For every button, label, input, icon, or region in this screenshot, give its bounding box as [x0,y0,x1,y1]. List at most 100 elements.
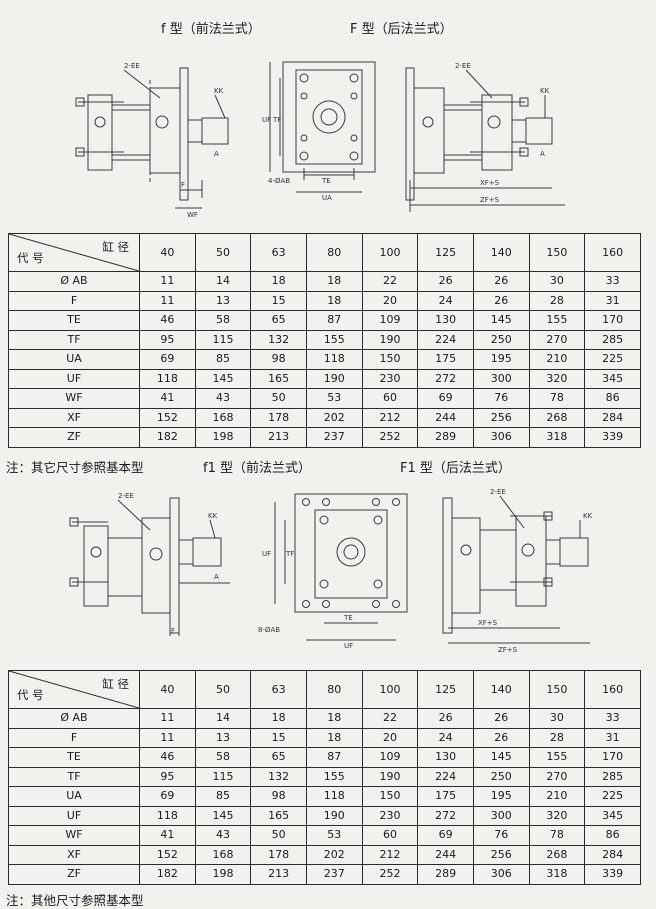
drawing-F-side-view [406,68,565,212]
bore-cell: 100 [361,233,419,272]
table-cell: 26 [417,708,474,729]
row-label: XF [8,844,140,865]
table-cell: 53 [305,825,363,846]
table-cell: 212 [361,844,419,865]
bore-cell: 40 [139,233,196,272]
table-cell: 11 [139,708,196,729]
label-kk-left: KK [214,87,224,95]
table-cell: 69 [417,825,474,846]
header-bore-label: 缸 径 [102,240,129,254]
table-cell: 175 [417,349,474,370]
table-cell: 15 [250,727,307,748]
label-wf-left: WF [187,211,198,219]
table-cell: 13 [194,290,252,311]
title-F-rear-flange: F 型（后法兰式） [350,22,453,37]
table-cell: 256 [472,407,530,428]
label-kk-left-2: KK [208,512,218,520]
table-cell: 95 [139,329,196,350]
table-cell: 15 [250,290,307,311]
table-cell: 11 [139,271,196,292]
table-cell: 132 [250,329,307,350]
table-cell: 165 [250,805,307,826]
label-te-bottom: TE [343,614,353,622]
table-cell: 190 [361,329,419,350]
table-cell: 65 [250,747,307,768]
bore-cell: 140 [472,670,530,709]
label-ua-top: UA [322,194,332,202]
table-cell: 11 [139,727,196,748]
table-cell: 270 [528,766,586,787]
label-tf-bottom: TF [285,550,294,558]
table-cell: 33 [584,708,641,729]
table-cell: 118 [139,805,196,826]
label-f-left-2: F [171,627,175,635]
table-cell: 285 [584,766,641,787]
table-cell: 250 [472,329,530,350]
header-code-label: 代 号 [17,251,44,265]
table-cell: 320 [528,368,586,389]
table-cell: 41 [139,825,196,846]
bore-cell: 40 [139,670,196,709]
table-cell: 190 [361,766,419,787]
bore-cell: 63 [250,233,307,272]
table-cell: 58 [194,310,252,331]
drawing-f1-side-view [70,498,230,636]
table-cell: 150 [361,349,419,370]
row-label: WF [8,388,140,409]
table-cell: 69 [139,786,196,807]
row-label: Ø AB [8,708,140,729]
label-a-left-2: A [214,573,219,581]
drawing-f-side-view [76,68,228,208]
table-cell: 300 [472,368,530,389]
row-label: ZF [8,427,140,448]
row-label: TE [8,747,140,768]
label-kk-right: KK [540,87,550,95]
row-label: TE [8,310,140,331]
table-cell: 155 [528,310,586,331]
table-cell: 213 [250,864,307,885]
table-cell: 155 [528,747,586,768]
table-cell: 224 [417,329,474,350]
label-2-ee-right-2: 2-EE [490,488,506,496]
table-cell: 175 [417,786,474,807]
table-cell: 178 [250,407,307,428]
table-cell: 272 [417,805,474,826]
table-cell: 50 [250,388,307,409]
table-cell: 284 [584,844,641,865]
row-label: TF [8,329,140,350]
table-cell: 76 [472,825,530,846]
table-cell: 130 [417,310,474,331]
table-cell: 345 [584,805,641,826]
table-cell: 76 [472,388,530,409]
label-2-ee-left: 2-EE [124,62,140,70]
table-cell: 115 [194,329,252,350]
table-cell: 118 [305,349,363,370]
note-section2: 注：其他尺寸参照基本型 [6,893,144,908]
table-cell: 190 [305,368,363,389]
table-cell: 22 [361,708,419,729]
table-cell: 182 [139,864,196,885]
table-cell: 26 [472,727,530,748]
table-cell: 86 [584,388,641,409]
table-cell: 30 [528,271,586,292]
label-xf-s-top: XF+S [480,179,500,187]
table-cell: 225 [584,786,641,807]
bore-cell: 50 [194,233,252,272]
table-cell: 318 [528,427,586,448]
table-cell: 155 [305,329,363,350]
bore-cell: 150 [528,233,586,272]
table-cell: 202 [305,407,363,428]
table-cell: 306 [472,864,530,885]
header-bore-label: 缸 径 [102,677,129,691]
table-cell: 87 [305,747,363,768]
table-cell: 24 [417,727,474,748]
table-cell: 202 [305,844,363,865]
table-cell: 318 [528,864,586,885]
